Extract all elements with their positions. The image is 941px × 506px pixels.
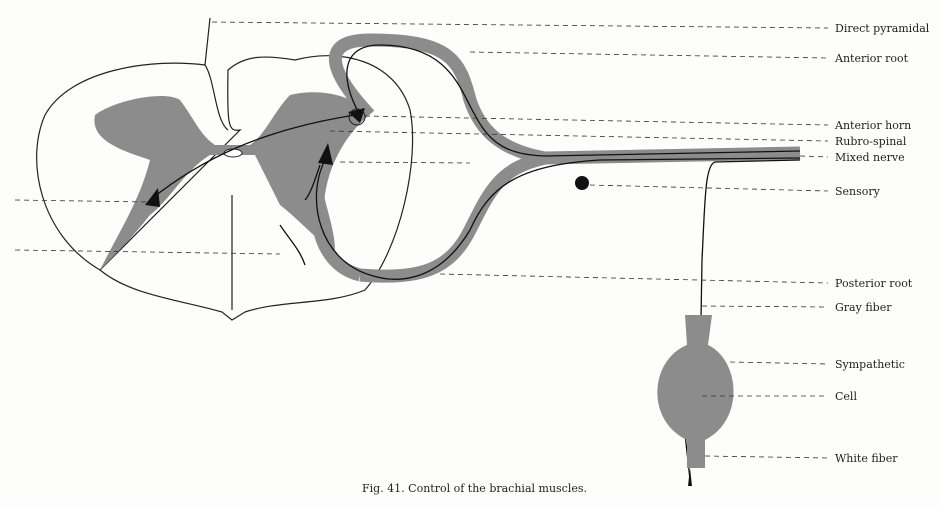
anterior-horn-cell bbox=[348, 108, 366, 126]
rubro-spinal-fiber bbox=[149, 114, 356, 201]
label-white-fiber: White fiber bbox=[835, 452, 898, 465]
label-sympathetic: Sympathetic bbox=[835, 358, 905, 371]
label-posterior-root: Posterior root bbox=[835, 277, 913, 290]
central-canal bbox=[223, 148, 243, 158]
label-cell: Cell bbox=[835, 390, 857, 403]
leader-lines bbox=[14, 21, 829, 459]
anterior-root-fiber bbox=[346, 44, 801, 157]
label-mixed-nerve: Mixed nerve bbox=[835, 151, 905, 164]
sensory-ganglion bbox=[575, 176, 589, 190]
label-direct-pyramidal: Direct pyramidal bbox=[835, 22, 930, 35]
sympathetic-ganglion bbox=[657, 315, 734, 468]
label-sensory: Sensory bbox=[835, 185, 880, 198]
figure-caption: Fig. 41. Control of the brachial muscles… bbox=[362, 482, 588, 495]
gray-matter bbox=[94, 92, 365, 270]
posterior-root-fiber bbox=[315, 157, 801, 280]
label-rubro-spinal: Rubro-spinal bbox=[835, 135, 907, 148]
spinal-cord-outline bbox=[36, 17, 414, 321]
label-anterior-horn: Anterior horn bbox=[835, 119, 912, 132]
label-anterior-root: Anterior root bbox=[835, 52, 909, 65]
label-gray-fiber: Gray fiber bbox=[835, 301, 892, 314]
